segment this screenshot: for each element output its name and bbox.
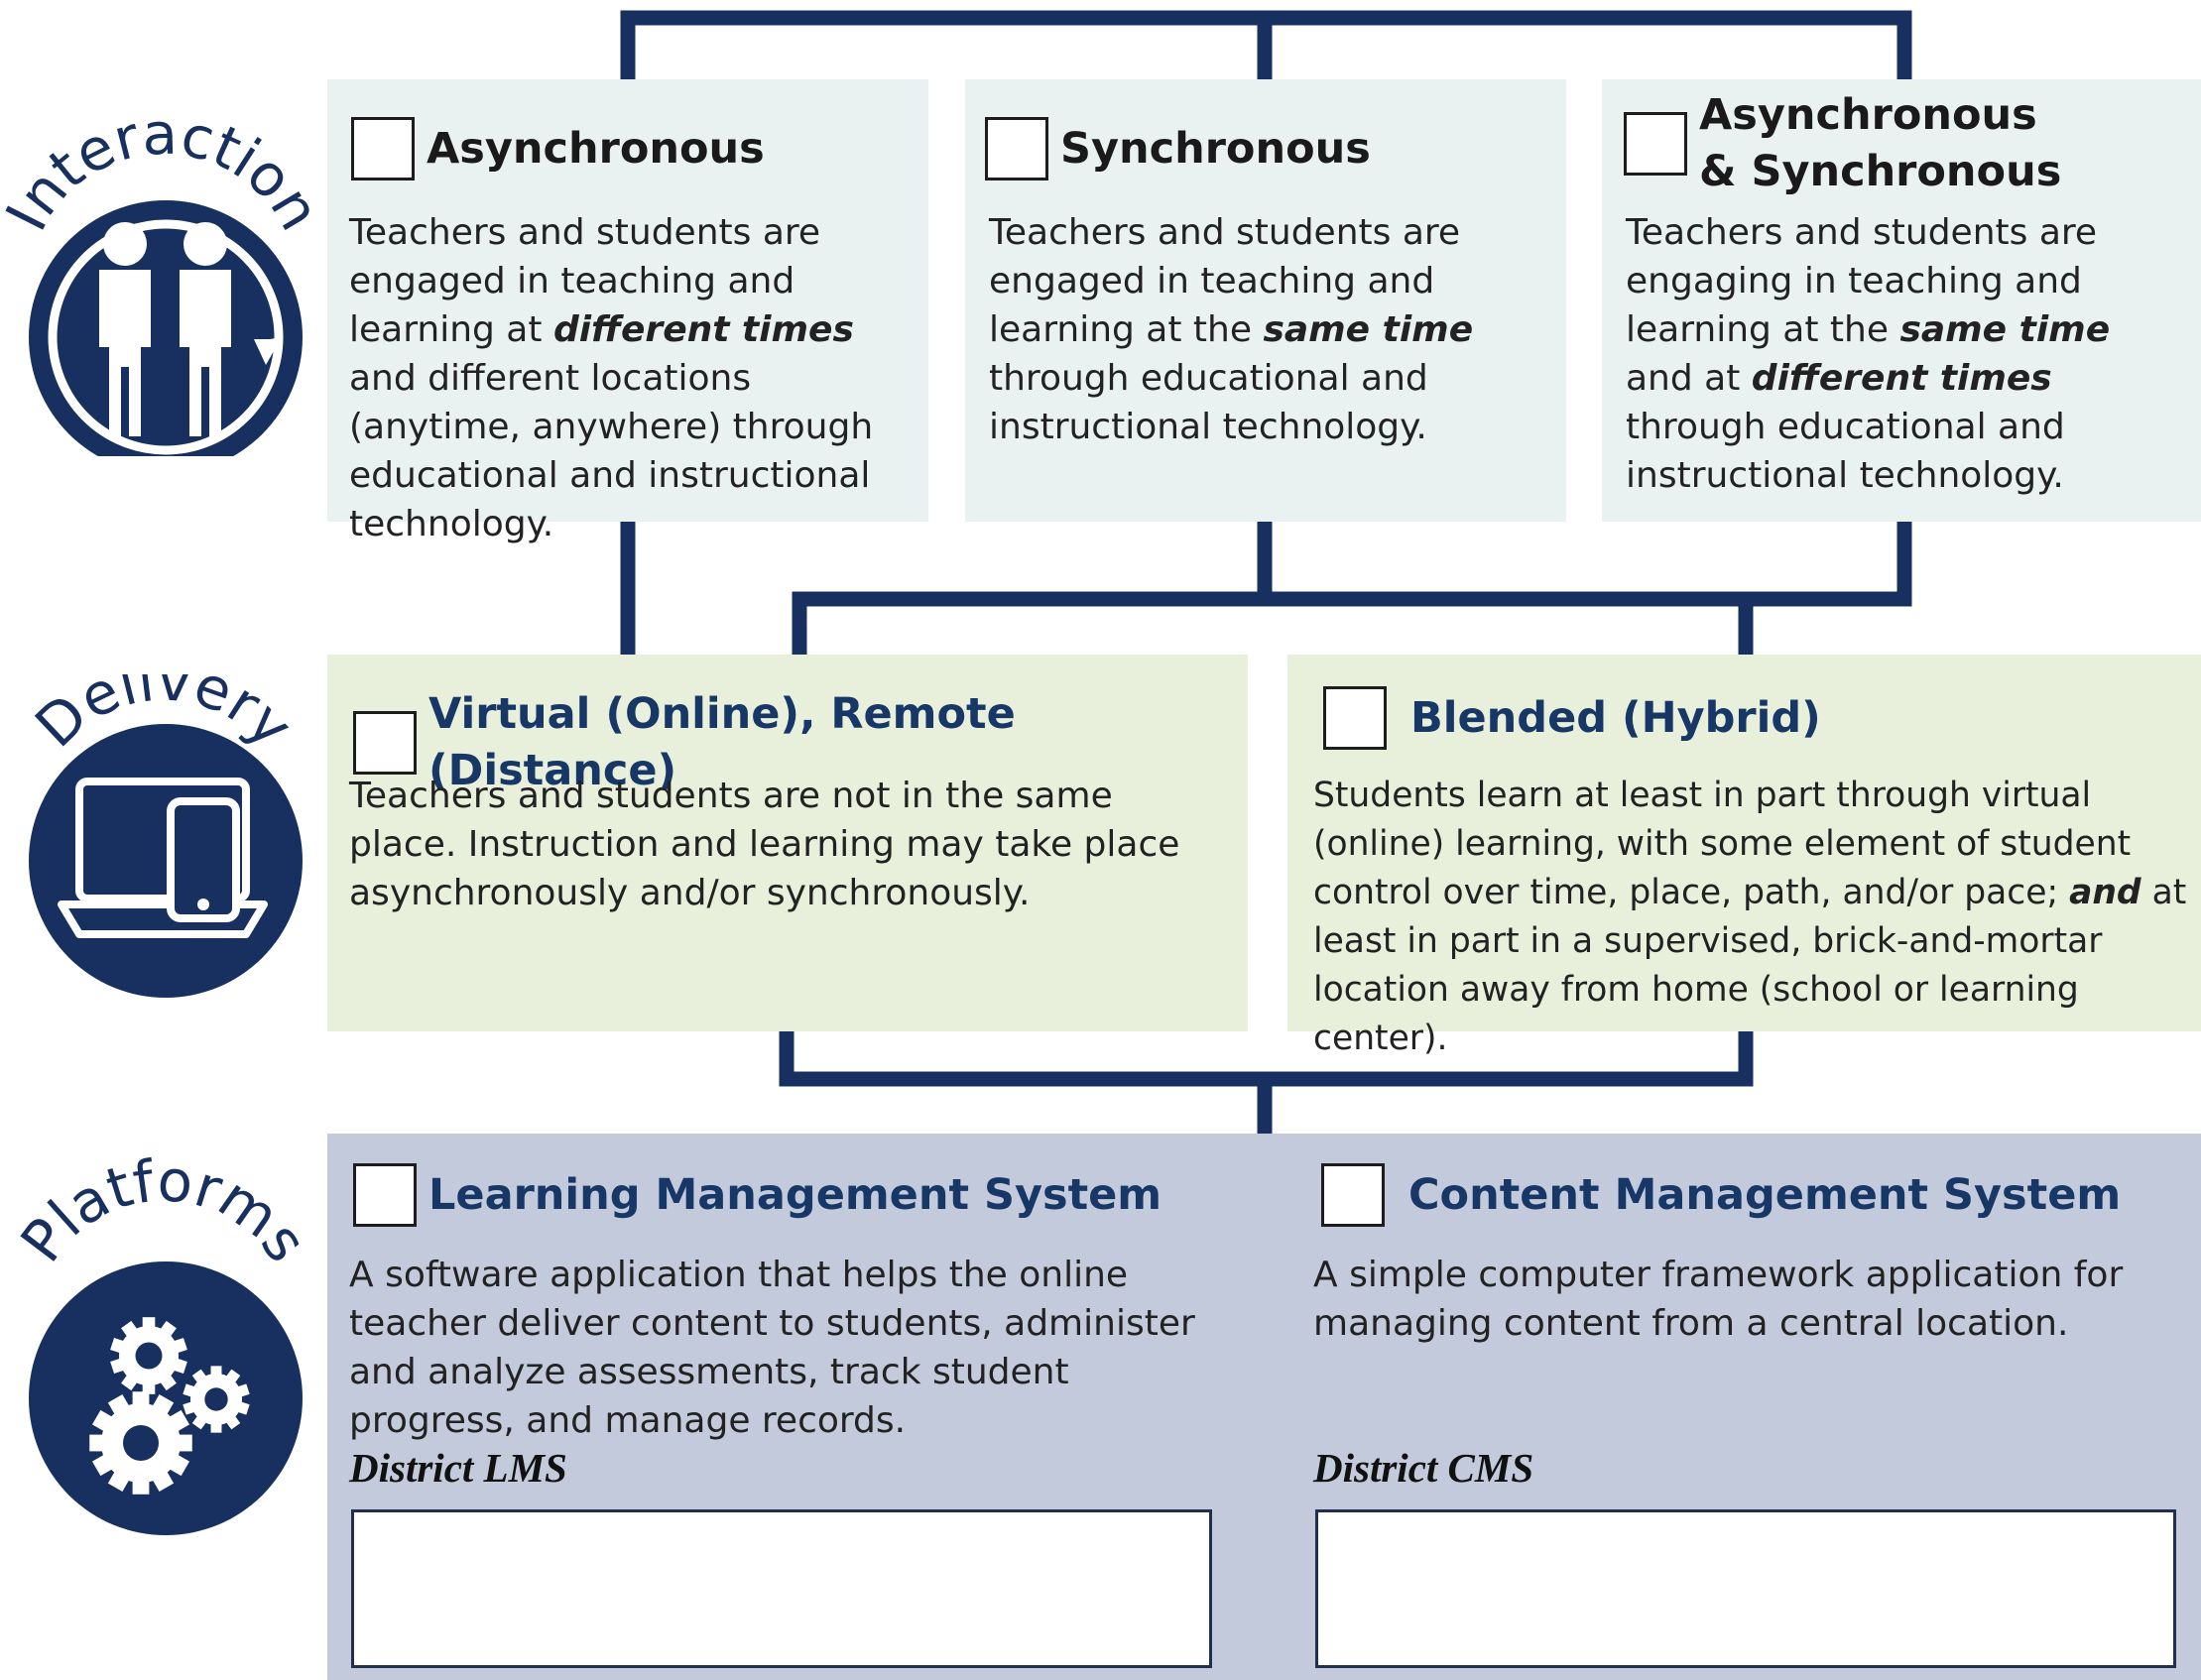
lms-checkbox[interactable] bbox=[353, 1163, 417, 1227]
gear-icon bbox=[89, 1391, 192, 1495]
connector-sync-merge bbox=[792, 514, 1912, 662]
cms-checkbox[interactable] bbox=[1321, 1163, 1385, 1227]
delivery-card-blended: Blended (Hybrid) Students learn at least… bbox=[1287, 655, 2201, 1058]
interaction-card-synchronous: Synchronous Teachers and students are en… bbox=[965, 79, 1566, 522]
emphasis-text: and bbox=[2069, 873, 2141, 912]
option-title: Content Management System bbox=[1408, 1169, 2122, 1220]
delivery-card-virtual: Virtual (Online), Remote (Distance) Teac… bbox=[327, 655, 1248, 1031]
option-description: Students learn at least in part through … bbox=[1313, 776, 2187, 1058]
option-description: Teachers and students are not in the sam… bbox=[349, 776, 1180, 913]
emphasis-text: same time bbox=[1263, 309, 1474, 350]
option-description: A software application that helps the on… bbox=[349, 1255, 1195, 1441]
async-and-sync-checkbox[interactable] bbox=[1624, 112, 1687, 176]
gear-icon bbox=[110, 1317, 187, 1394]
option-description: Teachers and students are engaging in te… bbox=[1626, 212, 2111, 496]
option-title: Synchronous bbox=[1060, 123, 1371, 174]
laptop-tablet-icon bbox=[29, 724, 303, 998]
district-cms-input[interactable] bbox=[1315, 1509, 2176, 1668]
option-title: Asynchronous bbox=[427, 123, 765, 174]
option-description: Teachers and students are engaged in tea… bbox=[989, 212, 1474, 447]
gear-icon bbox=[183, 1366, 250, 1433]
delivery-section-icon: Delivery bbox=[0, 674, 327, 1012]
emphasis-text: different times bbox=[552, 309, 854, 350]
option-description: A simple computer framework application … bbox=[1313, 1255, 2124, 1344]
gears-icon bbox=[29, 1261, 303, 1535]
platforms-panel: Learning Management System A software ap… bbox=[327, 1134, 2201, 1680]
district-lms-label: District LMS bbox=[349, 1445, 567, 1491]
option-title: Learning Management System bbox=[428, 1169, 1162, 1220]
virtual-remote-checkbox[interactable] bbox=[353, 711, 417, 775]
district-lms-input[interactable] bbox=[351, 1509, 1212, 1668]
option-title: Virtual (Online), Remote (Distance) bbox=[428, 689, 1016, 795]
connector-delivery-merge bbox=[779, 1023, 1754, 1141]
option-title: Blended (Hybrid) bbox=[1410, 692, 1821, 743]
option-description: Teachers and students are engaged in tea… bbox=[349, 212, 874, 544]
platforms-section-icon: Platforms bbox=[0, 1155, 327, 1552]
two-people-cycle-icon bbox=[29, 200, 303, 456]
interaction-card-asynchronous: Asynchronous Teachers and students are e… bbox=[327, 79, 928, 544]
option-title: Asynchronous & Synchronous bbox=[1699, 90, 2062, 196]
asynchronous-checkbox[interactable] bbox=[351, 117, 415, 180]
interaction-section-icon: Interaction bbox=[0, 119, 327, 456]
blended-hybrid-checkbox[interactable] bbox=[1323, 686, 1387, 750]
interaction-card-async-and-sync: Asynchronous & Synchronous Teachers and … bbox=[1602, 79, 2201, 522]
emphasis-text: different times bbox=[1751, 358, 2052, 399]
synchronous-checkbox[interactable] bbox=[985, 117, 1048, 180]
connector-top-bracket bbox=[620, 10, 1912, 87]
emphasis-text: same time bbox=[1899, 309, 2111, 350]
platforms-section-label: Platforms bbox=[8, 1155, 320, 1274]
district-cms-label: District CMS bbox=[1313, 1445, 1534, 1491]
